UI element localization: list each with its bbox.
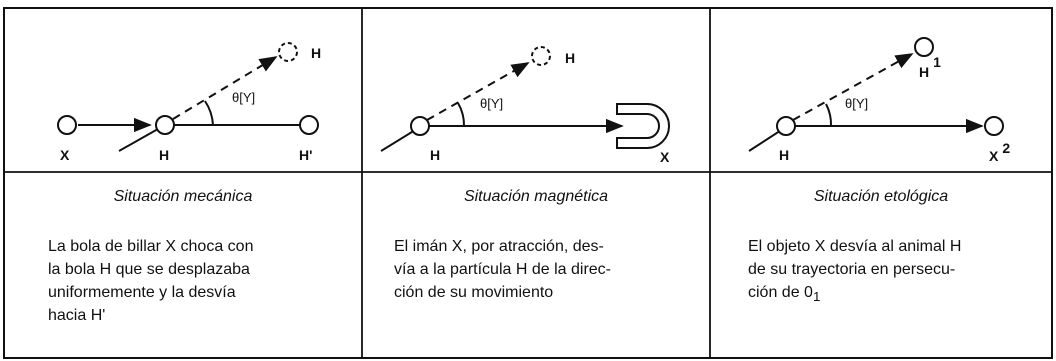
label-angle: θ[Y] bbox=[232, 90, 255, 105]
desc-line: vía a la partícula H de la direc- bbox=[394, 261, 611, 278]
mechanical-text-cell: Situación mecánica La bola de billar X c… bbox=[4, 172, 362, 358]
object-x2-circle bbox=[984, 116, 1004, 136]
mechanical-diagram: H X H H' θ[Y] bbox=[57, 42, 321, 163]
label-h1-main: H bbox=[919, 64, 929, 80]
desc-magnetic: El imán X, por atracción, des- vía a la … bbox=[394, 235, 694, 304]
desc-line: de su trayectoria en persecu- bbox=[748, 261, 956, 278]
deflection-arrow bbox=[792, 53, 914, 121]
desc-mechanical: La bola de billar X choca con la bola H … bbox=[48, 235, 348, 327]
label-ghost-h: H bbox=[565, 50, 575, 66]
label-ghost-h: H bbox=[311, 45, 321, 61]
label-h1: H1 bbox=[919, 54, 941, 80]
desc-line: La bola de billar X choca con bbox=[48, 238, 254, 255]
label-h: H bbox=[430, 147, 440, 163]
label-magnet-x: X bbox=[660, 149, 670, 165]
label-x: X bbox=[60, 147, 70, 163]
magnetic-diagram: H θ[Y] H X bbox=[380, 46, 670, 165]
label-x2-main: X bbox=[989, 148, 999, 164]
caption-mechanical: Situación mecánica bbox=[113, 188, 253, 205]
label-h: H bbox=[779, 147, 789, 163]
object-h1-circle bbox=[914, 37, 934, 57]
desc-line: El objeto X desvía al animal H bbox=[748, 238, 962, 255]
ghost-h-circle bbox=[278, 42, 298, 62]
animal-h-circle bbox=[776, 116, 796, 136]
desc-line: ción de su movimiento bbox=[394, 284, 554, 301]
desc-line-subscript: 1 bbox=[812, 289, 821, 305]
desc-line: hacia H' bbox=[48, 307, 106, 324]
ball-x-circle bbox=[57, 115, 77, 135]
desc-line: El imán X, por atracción, des- bbox=[394, 238, 604, 255]
caption-ethological: Situación etológica bbox=[813, 188, 949, 205]
desc-line: uniformemente y la desvía bbox=[48, 284, 236, 301]
angle-arc bbox=[204, 100, 214, 126]
magnetic-text-cell: Situación magnética El imán X, por atrac… bbox=[362, 172, 710, 358]
label-x2-index: 2 bbox=[1002, 140, 1010, 156]
desc-line: ción de 01 bbox=[748, 281, 1043, 308]
desc-ethological: El objeto X desvía al animal H de su tra… bbox=[748, 235, 1043, 308]
angle-arc bbox=[457, 102, 466, 127]
outer-border bbox=[3, 7, 1053, 359]
ethological-text-cell: Situación etológica El objeto X desvía a… bbox=[710, 172, 1052, 358]
label-angle: θ[Y] bbox=[480, 96, 503, 111]
ball-h-circle bbox=[155, 115, 175, 135]
label-h1-index: 1 bbox=[933, 54, 941, 70]
angle-arc bbox=[825, 103, 833, 127]
caption-magnetic: Situación magnética bbox=[463, 188, 609, 205]
ghost-h-circle bbox=[531, 46, 551, 66]
deflection-arrow bbox=[172, 56, 278, 120]
particle-h-circle bbox=[410, 116, 430, 136]
label-h: H bbox=[159, 147, 169, 163]
ball-h-prime-circle bbox=[299, 115, 319, 135]
desc-line-main: ción de 0 bbox=[748, 284, 813, 301]
label-h-prime: H' bbox=[299, 147, 312, 163]
deflection-arrow bbox=[426, 62, 530, 121]
magnet-icon bbox=[616, 103, 670, 149]
label-angle: θ[Y] bbox=[845, 96, 868, 111]
desc-line: la bola H que se desplazaba bbox=[48, 261, 250, 278]
